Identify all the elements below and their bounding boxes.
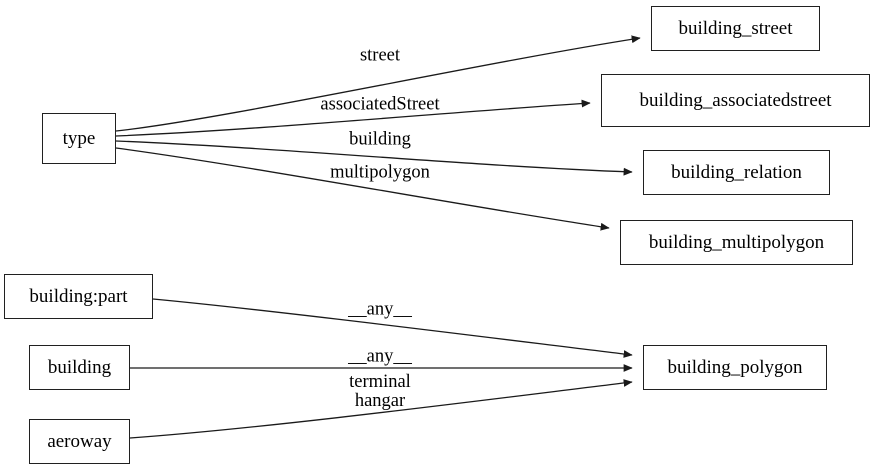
edge-type-associatedstreet [115, 99, 591, 137]
edge-label-aeroway-terminal-hangar: terminal hangar [349, 372, 411, 411]
edge-type-building [115, 140, 633, 176]
node-building_associatedstreet[interactable]: building_associatedstreet [601, 74, 870, 127]
node-building_polygon[interactable]: building_polygon [643, 345, 827, 390]
node-type[interactable]: type [42, 113, 116, 164]
edge-label-building-any: __any__ [348, 346, 412, 367]
node-building_street[interactable]: building_street [651, 6, 820, 51]
node-label: building [47, 357, 112, 378]
node-building_relation[interactable]: building_relation [643, 150, 830, 195]
edge-label-type-multipolygon: multipolygon [330, 162, 430, 183]
edge-paths [115, 35, 641, 439]
edge-aeroway-terminal-hangar [129, 379, 633, 439]
edge-label-buildingpart-any: __any__ [348, 299, 412, 320]
edge-buildingpart-any [152, 298, 633, 358]
edge-type-street [115, 35, 641, 132]
node-building_part[interactable]: building:part [4, 274, 153, 319]
node-label: building_polygon [667, 357, 803, 378]
node-label: building_relation [671, 162, 802, 183]
edge-label-type-building: building [349, 129, 411, 150]
node-label: building_associatedstreet [639, 90, 832, 111]
node-label: building_street [678, 18, 793, 39]
node-building[interactable]: building [29, 345, 130, 390]
edge-label-type-associatedstreet: associatedStreet [320, 94, 440, 115]
node-label: type [62, 128, 96, 149]
edge-type-multipolygon [115, 147, 610, 231]
node-building_multipolygon[interactable]: building_multipolygon [620, 220, 853, 265]
node-label: building:part [29, 286, 128, 307]
edge-label-type-street: street [359, 45, 401, 66]
node-label: building_multipolygon [648, 232, 825, 253]
node-label: aeroway [47, 431, 112, 452]
node-aeroway[interactable]: aeroway [29, 419, 130, 464]
